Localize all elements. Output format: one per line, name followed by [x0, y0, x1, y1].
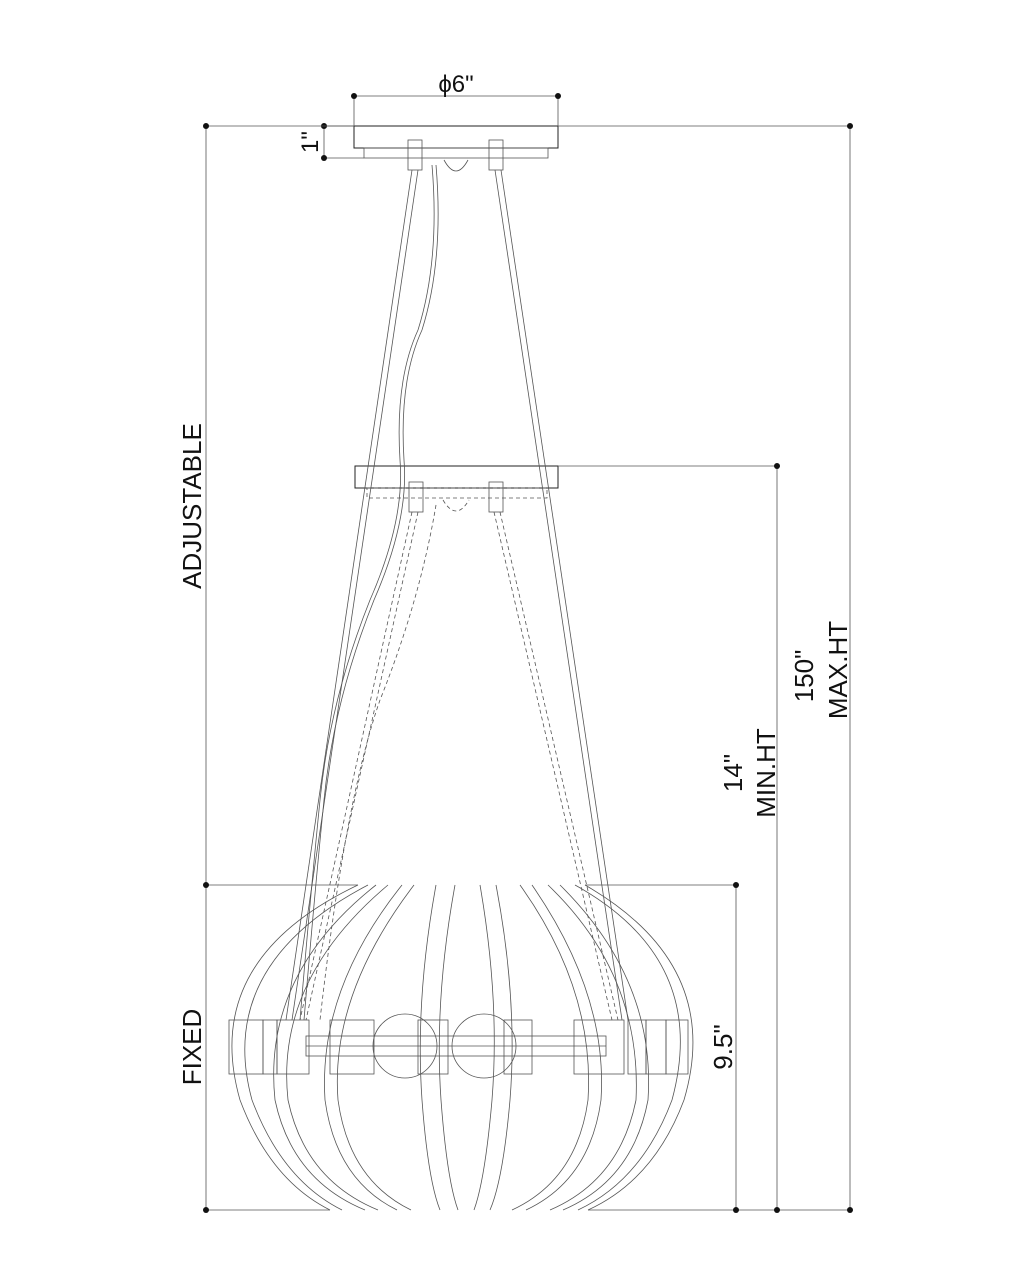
dimension-canopy-height — [321, 123, 364, 161]
fixture-body — [228, 884, 694, 1211]
dimension-fixture-height — [585, 882, 739, 1213]
canopy-upper — [353, 125, 559, 172]
label-canopy-height: 1" — [297, 131, 324, 153]
label-diameter: ϕ6" — [438, 71, 473, 98]
canopy-lower — [354, 465, 559, 513]
label-fixture-height: 9.5" — [708, 1024, 738, 1069]
label-max-caption: MAX.HT — [823, 621, 853, 719]
label-max-value: 150" — [789, 650, 819, 703]
dimension-left — [203, 123, 358, 1213]
dimension-max-height — [558, 123, 853, 1213]
dimension-diameter — [351, 93, 561, 126]
label-adjustable: ADJUSTABLE — [177, 423, 207, 589]
suspension-cables — [285, 164, 629, 1021]
label-fixed: FIXED — [177, 1009, 207, 1086]
label-min-value: 14" — [718, 754, 748, 792]
dimension-min-height — [558, 463, 780, 1213]
label-min-caption: MIN.HT — [751, 728, 781, 818]
